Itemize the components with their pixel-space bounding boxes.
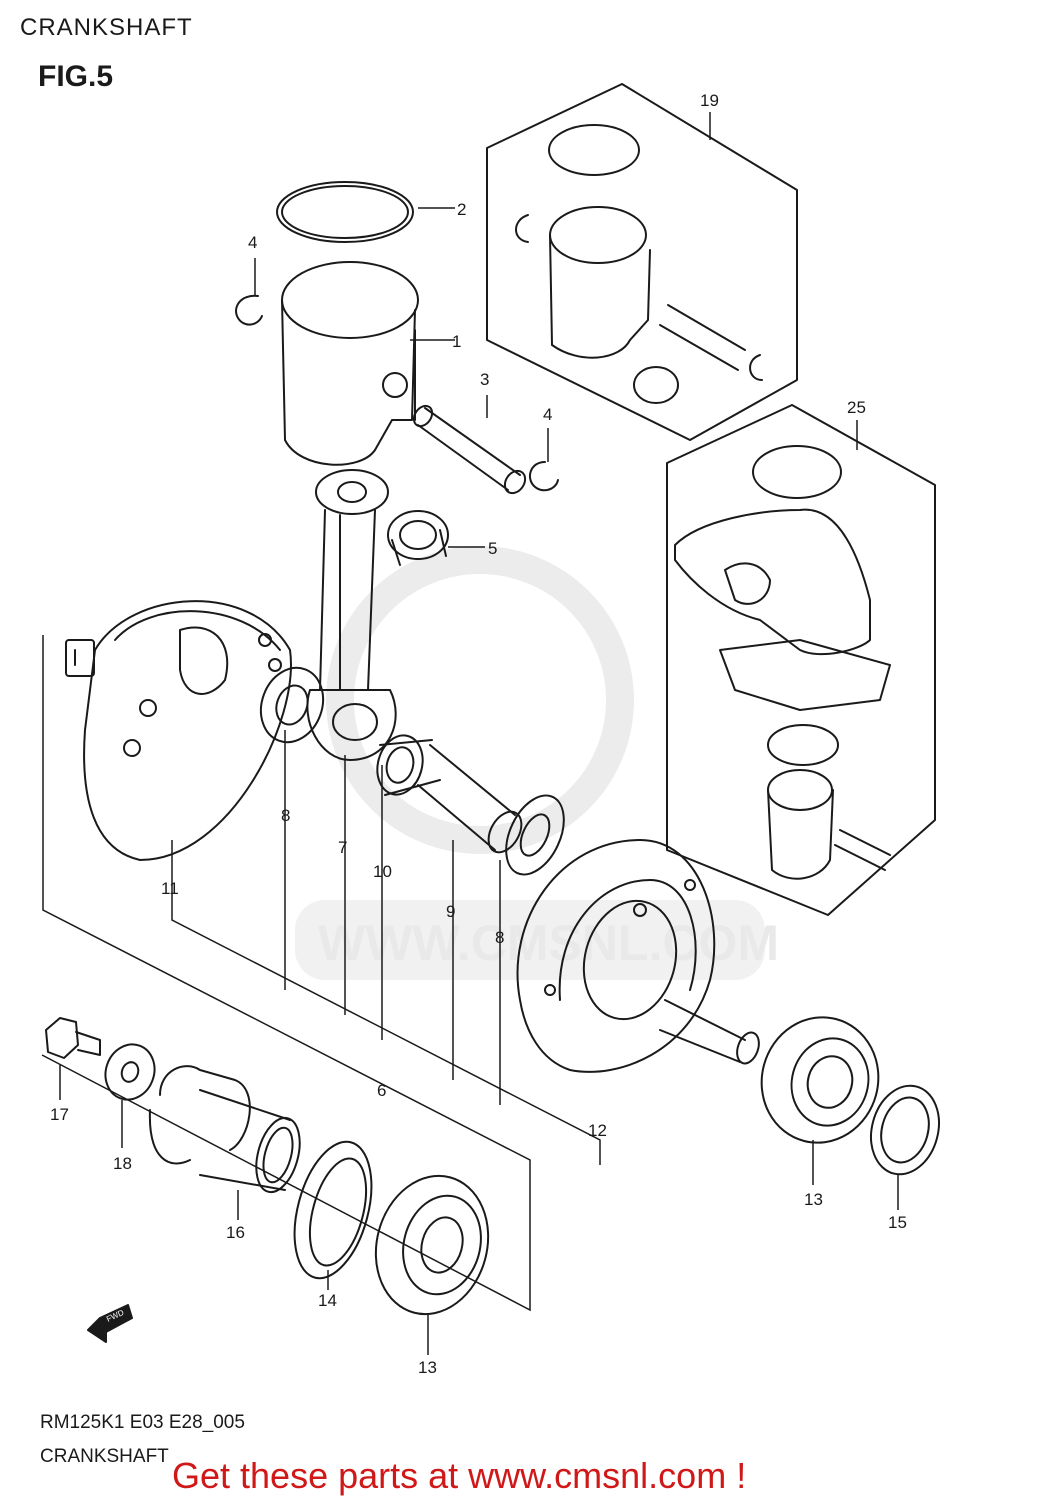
callout-6: 6 (377, 1081, 386, 1100)
connecting-rod (306, 469, 397, 761)
callout-2: 2 (457, 200, 466, 219)
crank-pin (417, 744, 523, 854)
crank-web-right (516, 839, 760, 1073)
callout-16: 16 (226, 1223, 245, 1242)
crank-web-left (65, 600, 292, 861)
callout-12: 12 (588, 1121, 607, 1140)
needle-bearing-top (387, 510, 449, 566)
piston (281, 261, 419, 466)
callout-numbers: 1 2 3 4 4 5 6 7 8 8 9 10 11 12 13 13 14 … (50, 91, 907, 1377)
watermark-text: WWW.CMSNL.COM (318, 915, 779, 971)
primary-drive-gear (148, 1065, 301, 1194)
piston-ring (276, 181, 414, 243)
oil-seal-left (293, 1140, 373, 1280)
piston-set-kit (486, 83, 798, 441)
leader-lines (41, 112, 899, 1355)
main-bearing-right (760, 1016, 880, 1144)
circlip-left (235, 294, 263, 326)
callout-13-right: 13 (804, 1190, 823, 1209)
callout-1: 1 (452, 332, 461, 351)
callout-17: 17 (50, 1105, 69, 1124)
diagram-name: CRANKSHAFT (40, 1446, 169, 1467)
page-title: CRANKSHAFT (20, 14, 193, 41)
circlip-right (529, 461, 559, 492)
callout-8a: 8 (281, 806, 290, 825)
callout-3: 3 (480, 370, 489, 389)
callout-13-left: 13 (418, 1358, 437, 1377)
forward-arrow-icon (87, 1304, 133, 1343)
callout-11: 11 (161, 879, 179, 898)
callout-18: 18 (113, 1154, 132, 1173)
piston-pin (412, 404, 527, 495)
callout-25: 25 (847, 398, 866, 417)
callout-19: 19 (700, 91, 719, 110)
callout-5: 5 (488, 539, 497, 558)
cylinder-gasket-kit (666, 404, 936, 916)
washer-small (104, 1043, 156, 1101)
big-end-bearing (376, 734, 441, 796)
promo-link[interactable]: Get these parts at www.cmsnl.com ! (172, 1455, 747, 1496)
callout-4a: 4 (248, 233, 257, 252)
callout-15: 15 (888, 1213, 907, 1232)
main-bearing-left (374, 1174, 490, 1316)
callout-10: 10 (373, 862, 392, 881)
thrust-washer-right (505, 794, 565, 876)
callout-8b: 8 (495, 928, 504, 947)
callout-7: 7 (338, 838, 347, 857)
callout-14: 14 (318, 1291, 337, 1310)
oil-seal-right (870, 1084, 940, 1176)
watermark: WWW.CMSNL.COM (295, 546, 779, 980)
thrust-washer-left (259, 666, 325, 744)
figure-label: FIG.5 (38, 60, 114, 93)
callout-4b: 4 (543, 405, 552, 424)
bolt (45, 1017, 101, 1059)
diagram-code: RM125K1 E03 E28_005 (40, 1412, 245, 1433)
callout-9: 9 (446, 902, 455, 921)
